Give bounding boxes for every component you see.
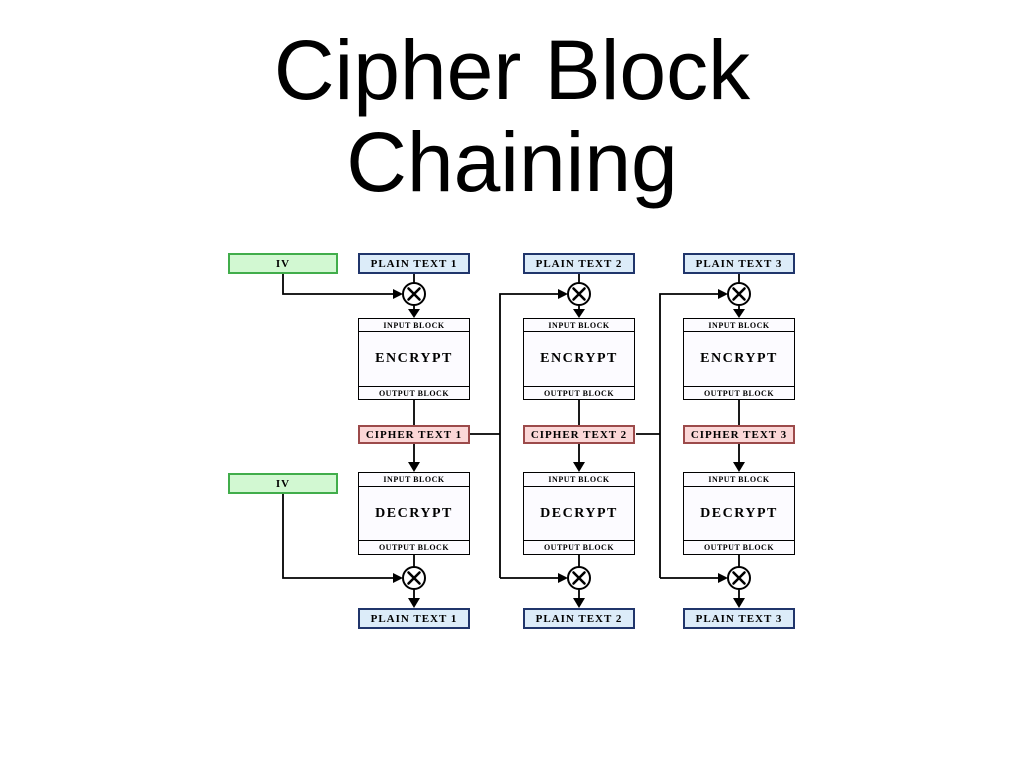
- flow-lines-column-3: [733, 274, 745, 608]
- ciphertext-3: CIPHER TEXT 3: [683, 425, 795, 444]
- page-title: Cipher Block Chaining: [0, 24, 1024, 208]
- iv-top-label: IV: [275, 257, 291, 270]
- output-block-label: OUTPUT BLOCK: [524, 386, 634, 399]
- output-block-label: OUTPUT BLOCK: [684, 386, 794, 399]
- input-block-label: INPUT BLOCK: [359, 319, 469, 332]
- xor-icon: [727, 566, 751, 590]
- plaintext-top-2: PLAIN TEXT 2: [523, 253, 635, 274]
- input-block-label: INPUT BLOCK: [684, 473, 794, 487]
- plaintext-bottom-1: PLAIN TEXT 1: [358, 608, 470, 629]
- plaintext-bottom-2: PLAIN TEXT 2: [523, 608, 635, 629]
- input-block-label: INPUT BLOCK: [359, 473, 469, 487]
- encrypt-block-2: INPUT BLOCK ENCRYPT OUTPUT BLOCK: [523, 318, 635, 400]
- plaintext-top-3-label: PLAIN TEXT 3: [695, 257, 783, 270]
- decrypt-label: DECRYPT: [540, 505, 618, 521]
- plaintext-bottom-3: PLAIN TEXT 3: [683, 608, 795, 629]
- output-block-label: OUTPUT BLOCK: [359, 540, 469, 554]
- encrypt-block-1: INPUT BLOCK ENCRYPT OUTPUT BLOCK: [358, 318, 470, 400]
- xor-icon: [402, 566, 426, 590]
- input-block-label: INPUT BLOCK: [524, 319, 634, 332]
- ciphertext2-feedback-connector: [636, 289, 728, 583]
- ciphertext-3-label: CIPHER TEXT 3: [690, 428, 788, 441]
- plaintext-top-2-label: PLAIN TEXT 2: [535, 257, 623, 270]
- decrypt-block-1: INPUT BLOCK DECRYPT OUTPUT BLOCK: [358, 472, 470, 555]
- ciphertext-1: CIPHER TEXT 1: [358, 425, 470, 444]
- flow-lines-column-2: [573, 274, 585, 608]
- ciphertext-2-label: CIPHER TEXT 2: [530, 428, 628, 441]
- plaintext-top-3: PLAIN TEXT 3: [683, 253, 795, 274]
- iv-box-bottom: IV: [228, 473, 338, 494]
- iv-bottom-label: IV: [275, 477, 291, 490]
- plaintext-bottom-2-label: PLAIN TEXT 2: [535, 612, 623, 625]
- plaintext-bottom-3-label: PLAIN TEXT 3: [695, 612, 783, 625]
- iv-box-top: IV: [228, 253, 338, 274]
- plaintext-bottom-1-label: PLAIN TEXT 1: [370, 612, 458, 625]
- title-line-1: Cipher Block: [273, 23, 751, 117]
- decrypt-block-2: INPUT BLOCK DECRYPT OUTPUT BLOCK: [523, 472, 635, 555]
- output-block-label: OUTPUT BLOCK: [359, 386, 469, 399]
- input-block-label: INPUT BLOCK: [524, 473, 634, 487]
- plaintext-top-1-label: PLAIN TEXT 1: [370, 257, 458, 270]
- output-block-label: OUTPUT BLOCK: [524, 540, 634, 554]
- title-line-2: Chaining: [346, 115, 678, 209]
- ciphertext-1-label: CIPHER TEXT 1: [365, 428, 463, 441]
- encrypt-block-3: INPUT BLOCK ENCRYPT OUTPUT BLOCK: [683, 318, 795, 400]
- iv-top-connector: [282, 274, 403, 299]
- xor-icon: [402, 282, 426, 306]
- xor-icon: [567, 566, 591, 590]
- output-block-label: OUTPUT BLOCK: [684, 540, 794, 554]
- plaintext-top-1: PLAIN TEXT 1: [358, 253, 470, 274]
- ciphertext-2: CIPHER TEXT 2: [523, 425, 635, 444]
- xor-icon: [727, 282, 751, 306]
- xor-icon: [567, 282, 591, 306]
- input-block-label: INPUT BLOCK: [684, 319, 794, 332]
- decrypt-label: DECRYPT: [375, 505, 453, 521]
- decrypt-block-3: INPUT BLOCK DECRYPT OUTPUT BLOCK: [683, 472, 795, 555]
- iv-bottom-connector: [282, 494, 403, 583]
- ciphertext1-feedback-connector: [470, 289, 568, 583]
- decrypt-label: DECRYPT: [700, 505, 778, 521]
- encrypt-label: ENCRYPT: [540, 351, 618, 366]
- encrypt-label: ENCRYPT: [700, 351, 778, 366]
- flow-lines-column-1: [408, 274, 420, 608]
- encrypt-label: ENCRYPT: [375, 351, 453, 366]
